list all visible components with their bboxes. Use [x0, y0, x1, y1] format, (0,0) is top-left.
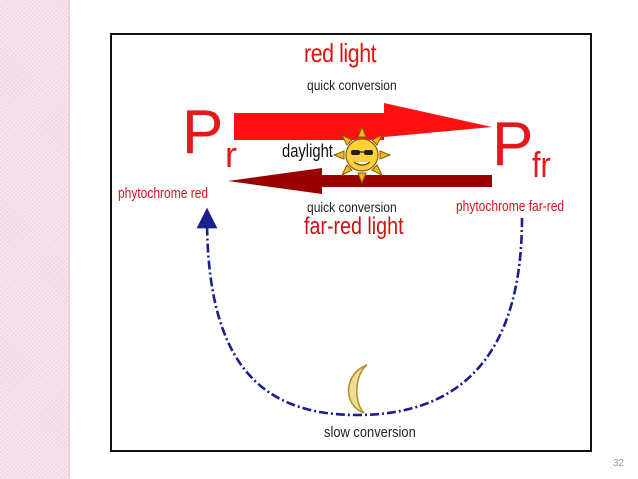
phytochrome-diagram: red light quick conversion P r P fr dayl…: [110, 33, 592, 452]
red-light-arrow: [234, 103, 492, 140]
daylight-label: daylight: [282, 141, 333, 161]
pr-symbol: P: [182, 98, 224, 167]
slow-conversion-path: [196, 207, 524, 417]
page-number: 32: [612, 458, 624, 469]
far-red-light-arrow: [228, 168, 492, 194]
pr-subscript: r: [225, 134, 237, 175]
far-red-light-label: far-red light: [304, 213, 404, 240]
diagram-graphics: [196, 103, 524, 417]
decorative-side-strip: [0, 0, 70, 479]
red-light-label: red light: [304, 38, 377, 68]
phytochrome-red-label: phytochrome red: [118, 185, 209, 202]
moon-icon: [347, 364, 368, 414]
sun-icon: [332, 125, 392, 185]
phytochrome-far-red-label: phytochrome far-red: [456, 198, 565, 215]
pfr-subscript: fr: [532, 144, 551, 185]
quick-conversion-top-label: quick conversion: [307, 77, 397, 93]
slow-conversion-label: slow conversion: [324, 424, 416, 441]
quick-conversion-bottom-label: quick conversion: [307, 199, 397, 215]
pfr-symbol: P: [492, 110, 534, 179]
